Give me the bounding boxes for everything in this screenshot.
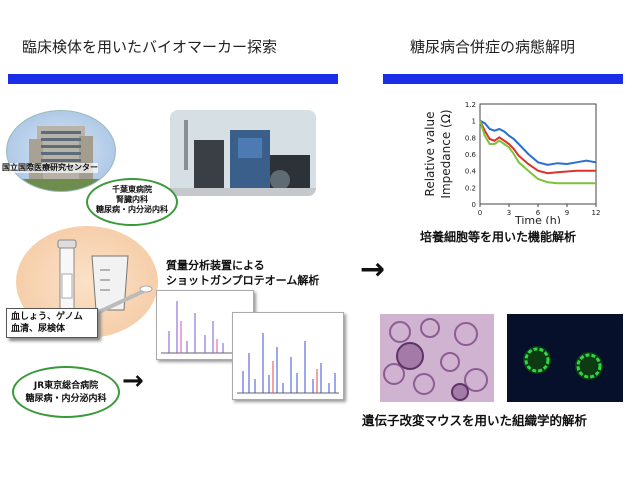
mass-spec-line2: ショットガンプロテオーム解析 [166, 274, 320, 287]
y-tick-label: 0.4 [465, 168, 477, 176]
mass-spec-line1: 質量分析装置による [166, 259, 265, 272]
plot-frame [479, 103, 597, 205]
series-line-1 [479, 119, 597, 166]
y-tick-label: 0.2 [465, 184, 476, 192]
y-tick-label: 1 [472, 118, 476, 126]
building-caption: 国立国際医療研究センター [2, 163, 98, 173]
x-tick-label: 6 [536, 209, 541, 217]
right-title-bar [383, 74, 623, 84]
chiba-line1: 千葉東病院 [112, 185, 152, 194]
y-tick-label: 0.6 [465, 151, 477, 159]
y-tick-label: 0.8 [465, 134, 476, 142]
middle-arrow-icon: → [360, 252, 386, 287]
jr-hospital-badge: JR東京総合病院 糖尿病・内分泌内科 [12, 366, 120, 418]
x-tick-label: 9 [565, 209, 569, 217]
mass-spec-caption: 質量分析装置による ショットガンプロテオーム解析 [166, 258, 319, 288]
y-tick-label: 1.2 [465, 101, 476, 109]
mouse-analysis-caption: 遺伝子改変マウスを用いた組織学的解析 [362, 413, 588, 428]
cell-analysis-caption: 培養細胞等を用いた機能解析 [420, 230, 577, 244]
series-line-3 [479, 120, 596, 185]
mass-spectrum-image-2 [232, 312, 344, 400]
jr-line1: JR東京総合病院 [33, 381, 99, 391]
x-tick-label: 12 [592, 209, 601, 217]
fluorescence-image [507, 314, 623, 402]
chiba-line2: 腎臓内科 [116, 195, 148, 204]
sample-line2: 血清、尿検体 [11, 324, 66, 334]
hospital-building-image [6, 110, 116, 192]
y-axis-label-line1: Relative value [423, 112, 437, 197]
mass-spec-equipment-image [170, 110, 316, 196]
x-axis-label: Time (h) [514, 214, 561, 224]
y-axis-label-line2: Impedance (Ω) [439, 109, 453, 198]
sample-line1: 血しょう、ゲノム [11, 312, 83, 322]
sample-type-label: 血しょう、ゲノム 血清、尿検体 [6, 308, 98, 338]
chiba-line3: 糖尿病・内分泌内科 [96, 205, 168, 214]
series-line-2 [479, 120, 596, 175]
bottom-arrow-icon: → [122, 366, 144, 396]
kidney-histology-image [380, 314, 494, 402]
left-section-title: 臨床検体を用いたバイオマーカー探索 [22, 38, 278, 56]
chiba-hospital-badge: 千葉東病院 腎臓内科 糖尿病・内分泌内科 [86, 178, 178, 226]
y-tick-label: 0 [472, 201, 476, 209]
right-section-title: 糖尿病合併症の病態解明 [410, 38, 576, 56]
jr-line2: 糖尿病・内分泌内科 [25, 394, 107, 404]
x-tick-label: 0 [478, 209, 482, 217]
x-tick-label: 3 [507, 209, 511, 217]
left-title-bar [8, 74, 338, 84]
